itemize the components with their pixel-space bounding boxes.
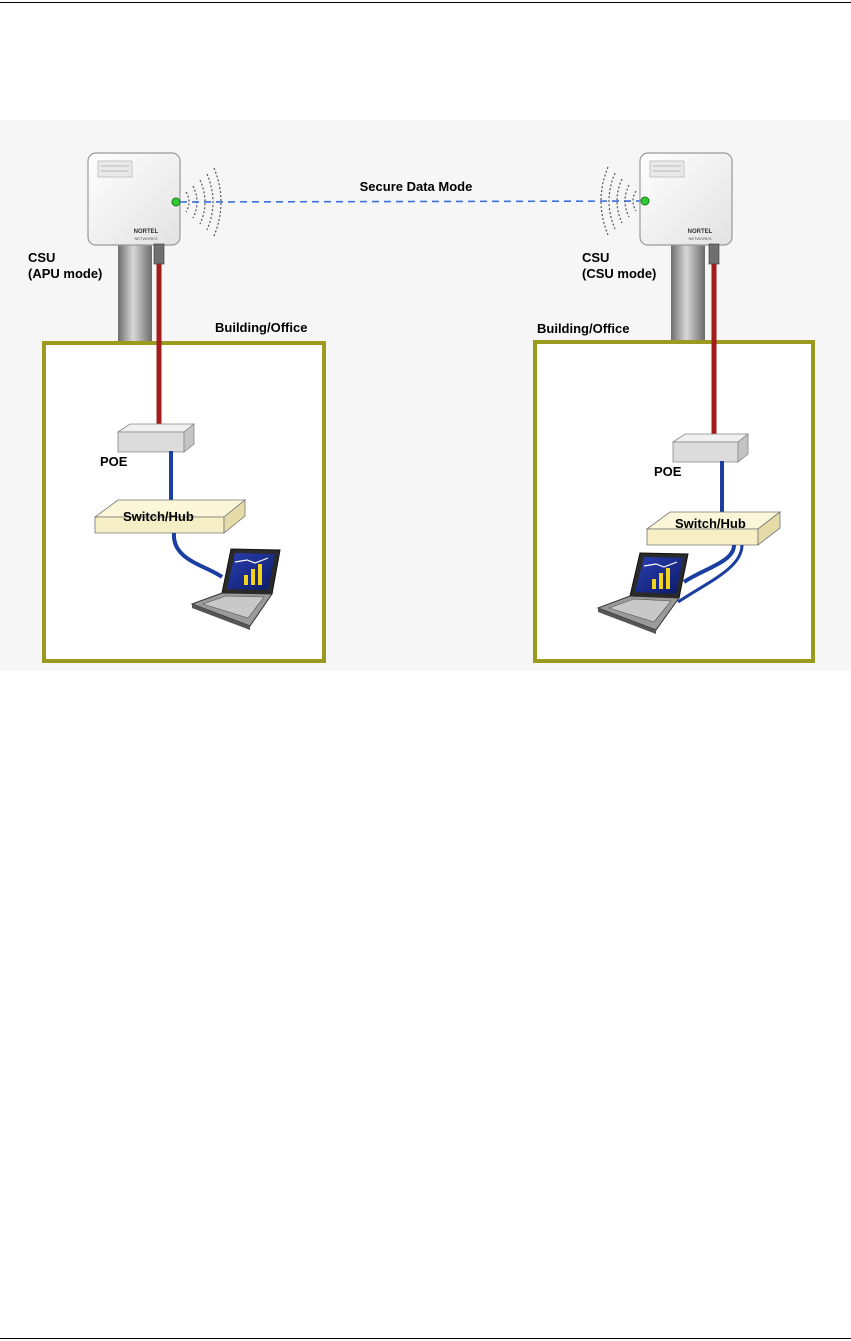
left-unit-brand-1: NORTEL [134,229,159,235]
left-poe-label: POE [100,454,128,469]
right-antenna-led [641,197,649,205]
left-site: NORTEL NETWORKS POE Switc [28,153,324,661]
right-site: NORTEL NETWORKS POE Switc [535,153,813,661]
right-building-label: Building/Office [537,321,629,336]
bottom-rule [0,1338,851,1339]
left-unit-label-line2: (APU mode) [28,266,102,281]
right-cable-connector [709,244,719,264]
left-antenna-led [172,198,180,206]
right-unit-label-line1: CSU [582,250,609,265]
right-building-box [535,342,813,661]
secure-data-mode-label: Secure Data Mode [360,179,473,194]
right-unit-brand-2: NETWORKS [688,236,711,241]
right-switch-label: Switch/Hub [675,516,746,531]
left-switch-label: Switch/Hub [123,509,194,524]
left-cable-connector [154,244,164,264]
left-unit-brand-2: NETWORKS [134,236,157,241]
left-building-label: Building/Office [215,320,307,335]
right-poe-device [673,434,748,462]
secure-data-link [180,201,656,202]
right-unit-brand-1: NORTEL [688,229,713,235]
left-mounting-pole [118,244,152,344]
left-poe-device [118,424,194,452]
right-poe-label: POE [654,464,682,479]
right-unit-label-line2: (CSU mode) [582,266,656,281]
right-mounting-pole [671,244,705,344]
left-unit-label-line1: CSU [28,250,55,265]
left-radio-waves-icon [186,168,221,236]
